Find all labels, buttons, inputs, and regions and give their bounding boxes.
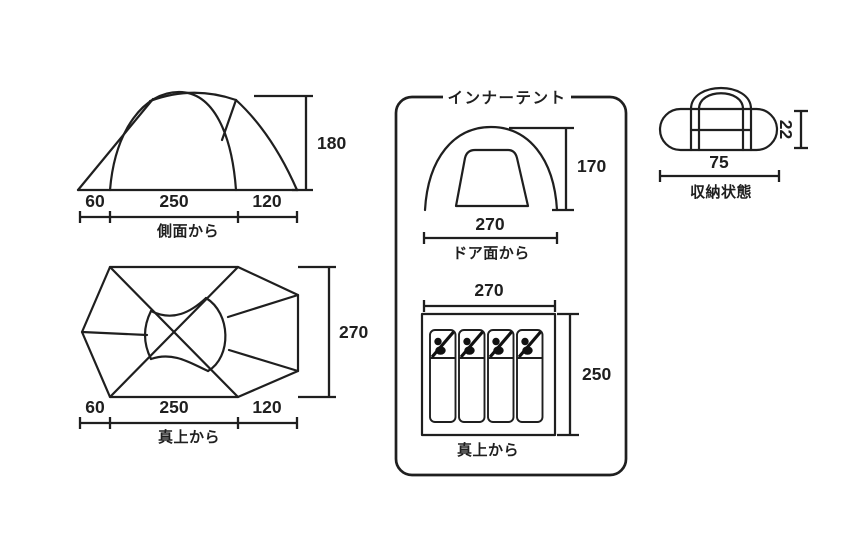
floor-depth-dim-value: 270 bbox=[339, 322, 368, 342]
door-width-dim-value: 270 bbox=[475, 214, 504, 234]
sleeper-shoulder-icon bbox=[522, 346, 533, 355]
door-view-label: ドア面から bbox=[452, 245, 530, 262]
sleeping-bag-icon bbox=[429, 329, 457, 423]
packed-view-diagram: 22 75 収納状態 bbox=[658, 87, 808, 201]
bag-handle-outer-arc bbox=[689, 87, 753, 111]
sleeper-head-icon bbox=[463, 337, 471, 346]
side-width-dim-250: 250 bbox=[159, 191, 188, 211]
floor-dome-arc-top bbox=[149, 296, 208, 317]
sleeper-head-icon bbox=[434, 337, 442, 346]
sleeper-shoulder-icon bbox=[493, 346, 504, 355]
sleeping-bag-zipper-line bbox=[488, 330, 513, 359]
sleeper-shoulder-icon bbox=[435, 346, 446, 355]
sleeper-shoulder-icon bbox=[464, 346, 475, 355]
floor-dome-arc-right bbox=[204, 296, 227, 373]
side-dome-arc bbox=[108, 90, 238, 192]
door-height-dim-value: 170 bbox=[577, 156, 606, 176]
sleeping-bag-zipper-line bbox=[517, 330, 542, 359]
sleeping-bag-outline bbox=[458, 329, 486, 423]
side-width-dim-120: 120 bbox=[252, 191, 281, 211]
bag-handle-inner-arc bbox=[697, 92, 745, 111]
sleeping-bag-outline bbox=[516, 329, 544, 423]
floor-view-diagram: 270 60 250 120 真上から bbox=[78, 265, 368, 446]
sleeper-head-icon bbox=[492, 337, 500, 346]
inner-tent-title: インナーテント bbox=[447, 89, 566, 107]
inner-floor-depth-dim-value: 250 bbox=[582, 364, 611, 384]
floor-corner-seam-lower bbox=[227, 348, 300, 373]
inner-floor-outline bbox=[420, 312, 557, 437]
sleeping-bag-icon bbox=[458, 329, 486, 423]
sleeping-bag-outline bbox=[487, 329, 515, 423]
sleeping-bag-zipper-line bbox=[430, 330, 455, 359]
packed-view-label: 収納状態 bbox=[690, 183, 752, 201]
inner-tent-panel: インナーテント 170 270 ドア面から 270 bbox=[394, 88, 628, 477]
side-height-dim-value: 180 bbox=[317, 133, 346, 153]
floor-dome-arc-bottom bbox=[149, 355, 210, 373]
floor-hexagon-outline bbox=[80, 265, 300, 399]
inner-floor-width-dim-value: 270 bbox=[474, 280, 503, 300]
floor-width-dim-60: 60 bbox=[85, 397, 105, 417]
packed-height-dim-value: 22 bbox=[776, 120, 796, 140]
sleeping-bag-outline bbox=[429, 329, 457, 423]
floor-view-label: 真上から bbox=[158, 428, 220, 446]
sleeping-bag-zipper-line bbox=[459, 330, 484, 359]
packed-width-dim-value: 75 bbox=[709, 152, 729, 172]
floor-pole-diagonal-2 bbox=[108, 265, 240, 399]
floor-dome-arc-left bbox=[143, 309, 153, 361]
inner-floor-view: 270 bbox=[420, 280, 611, 459]
inner-tent-title-mask bbox=[443, 88, 571, 106]
side-right-slope bbox=[234, 98, 299, 192]
sleeper-head-icon bbox=[521, 337, 529, 346]
bag-body-outline bbox=[658, 107, 779, 152]
sleeping-bag-icon bbox=[487, 329, 515, 423]
door-dome-arc bbox=[423, 125, 559, 212]
side-width-dim-60: 60 bbox=[85, 191, 105, 211]
floor-corner-seam-upper bbox=[226, 293, 300, 319]
side-left-slope bbox=[76, 97, 155, 192]
side-view-label: 側面から bbox=[156, 222, 219, 240]
inner-floor-view-label: 真上から bbox=[457, 441, 519, 459]
floor-width-dim-120: 120 bbox=[252, 397, 281, 417]
inner-door-view: 170 270 ドア面から bbox=[422, 125, 606, 262]
floor-width-dim-250: 250 bbox=[159, 397, 188, 417]
side-view-diagram: 180 60 250 120 側面から bbox=[76, 90, 346, 240]
sleeping-bag-icon bbox=[516, 329, 544, 423]
side-fly-ridge bbox=[148, 91, 238, 103]
side-fly-seam bbox=[220, 98, 238, 142]
door-opening-outline bbox=[454, 148, 530, 208]
floor-left-seam-line bbox=[80, 330, 149, 337]
